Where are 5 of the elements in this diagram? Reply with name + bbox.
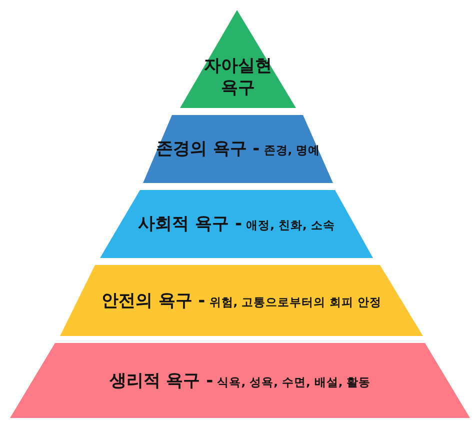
level-description: 생리적 욕구 - 식욕, 성욕, 수면, 배설, 활동 xyxy=(108,370,372,391)
level-description: 안전의 욕구 - 위험, 고통으로부터의 회피 안정 xyxy=(100,290,383,311)
level-title: 자아실현 욕구 xyxy=(203,54,273,99)
level-description: 사회적 욕구 - 애정, 친화, 소속 xyxy=(137,214,336,234)
level-description: 존경의 욕구 - 존경, 명예 xyxy=(154,138,322,160)
